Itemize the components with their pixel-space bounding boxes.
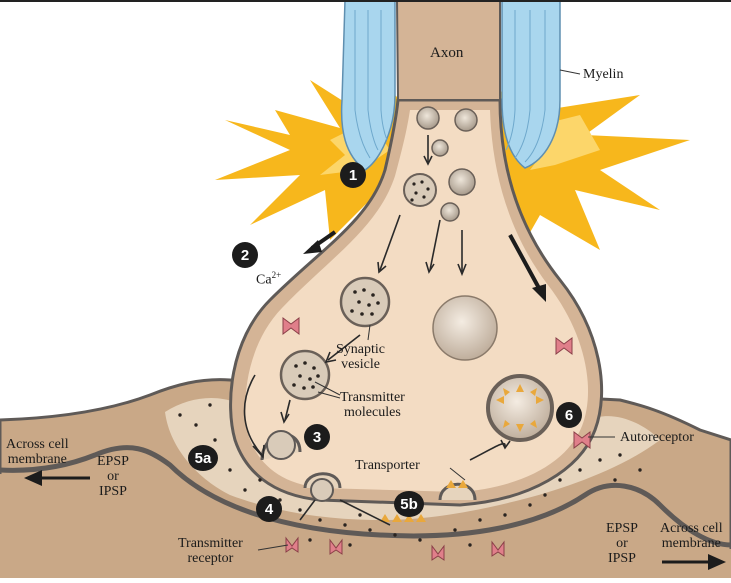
step-badge-6: 6 <box>556 402 582 428</box>
step-badge-1: 1 <box>340 162 366 188</box>
label-axon: Axon <box>430 46 463 61</box>
step-badge-5a: 5a <box>188 445 218 471</box>
label-autoreceptor: Autoreceptor <box>620 430 694 445</box>
label-transporter: Transporter <box>355 458 420 473</box>
top-border <box>0 0 731 2</box>
step-badge-3: 3 <box>304 424 330 450</box>
step-badge-2: 2 <box>232 242 258 268</box>
label-calcium: Ca2+ <box>256 268 281 288</box>
step-badge-5b: 5b <box>394 491 424 517</box>
step-badge-4: 4 <box>256 496 282 522</box>
label-myelin: Myelin <box>583 67 623 82</box>
